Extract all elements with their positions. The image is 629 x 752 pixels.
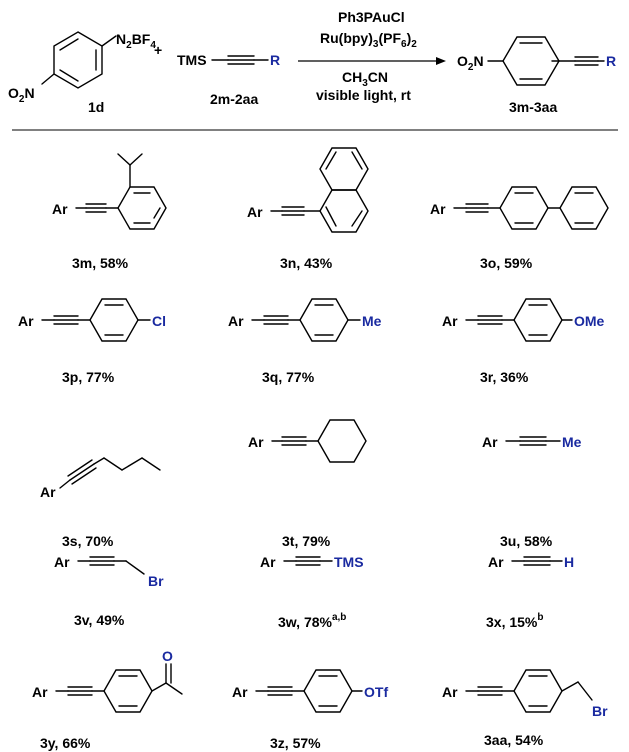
compound-label: 3v, 49% [74,612,125,628]
compound-code-3m-3aa: 3m-3aa [509,99,557,115]
ar-label: Ar [40,484,56,500]
product-3o: Ar 3o, 59% [430,186,609,271]
product-3z: Ar OTf 3z, 57% [232,669,388,751]
product-3v: Ar Br 3v, 49% [54,554,164,628]
substituent-label: Br [592,703,608,719]
product-3s: Ar 3s, 70% [40,457,161,549]
product-3t: Ar 3t, 79% [248,419,367,549]
ar-label: Ar [430,201,446,217]
ar-label: Ar [54,554,70,570]
product-3y: Ar O 3y, 66% [32,648,183,751]
compound-label: 3n, 43% [280,255,333,271]
solvent-label: CH3CN [342,69,388,89]
reactant-1d: N2BF4 O2N 1d [8,31,156,115]
tms-label: TMS [177,52,207,68]
compound-label: 3u, 58% [500,533,553,549]
ar-label: Ar [482,434,498,450]
substituent-label: OMe [574,313,605,329]
compound-label: 3y, 66% [40,735,91,751]
substituent-label: OTf [364,684,388,700]
compound-label: 3r, 36% [480,369,529,385]
compound-label: 3s, 70% [62,533,114,549]
ar-label: Ar [52,201,68,217]
ar-label: Ar [442,684,458,700]
product-3q: Ar Me 3q, 77% [228,298,382,385]
compound-label: 3x, 15%b [486,612,544,630]
substituent-label: H [564,554,574,570]
compound-label: 3w, 78%a,b [278,612,346,630]
ar-label: Ar [248,434,264,450]
ar-label: Ar [232,684,248,700]
compound-label: 3o, 59% [480,255,533,271]
catalyst-gold: Ph3PAuCl [338,9,405,25]
substituent-label: Me [362,313,382,329]
ar-label: Ar [488,554,504,570]
product-3n: Ar 3n, 43% [247,147,369,271]
compound-code-2m-2aa: 2m-2aa [210,91,258,107]
product-general: O2N R 3m-3aa [457,36,616,115]
reactant-benzene-ring [53,31,103,89]
ar-label: Ar [18,313,34,329]
light-condition: visible light, rt [316,87,411,103]
substituent-label: Me [562,434,582,450]
compound-label: 3q, 77% [262,369,315,385]
ar-label: Ar [260,554,276,570]
product-3p: Ar Cl 3p, 77% [18,298,166,385]
plus-sign: + [154,42,162,58]
product-nitro-label: O2N [457,53,484,73]
substituent-label: O [162,648,173,664]
product-r-label: R [606,53,616,69]
diazonium-label: N2BF4 [116,31,156,51]
ar-label: Ar [32,684,48,700]
product-3aa: Ar Br 3aa, 54% [442,669,608,748]
compound-label: 3p, 77% [62,369,115,385]
ar-label: Ar [228,313,244,329]
r-group-label: R [270,52,280,68]
compound-label: 3t, 79% [282,533,331,549]
nitro-label: O2N [8,85,35,105]
ar-label: Ar [442,313,458,329]
reaction-conditions: Ph3PAuCl Ru(bpy)3(PF6)2 CH3CN visible li… [298,9,446,103]
compound-label: 3z, 57% [270,735,321,751]
compound-label: 3aa, 54% [484,732,544,748]
product-benzene-ring [502,36,560,86]
product-3m: Ar 3m, 58% [52,153,167,271]
reactant-alkyne: TMS R 2m-2aa [177,52,280,107]
substituent-label: TMS [334,554,364,570]
compound-label: 3m, 58% [72,255,129,271]
catalyst-ruthenium: Ru(bpy)3(PF6)2 [320,30,417,50]
product-3x: Ar H 3x, 15%b [486,554,574,630]
product-3r: Ar OMe 3r, 36% [442,298,605,385]
substituent-label: Cl [152,313,166,329]
ar-label: Ar [247,204,263,220]
product-3u: Ar Me 3u, 58% [482,434,582,549]
substituent-label: Br [148,573,164,589]
product-3w: Ar TMS 3w, 78%a,b [260,554,364,630]
compound-code-1d: 1d [88,99,104,115]
